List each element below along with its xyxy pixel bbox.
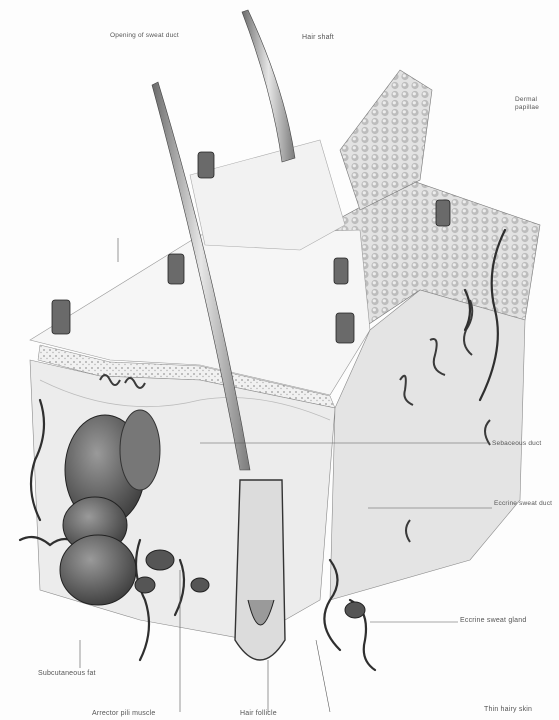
- label-thin-hairy-skin: Thin hairy skin: [484, 706, 532, 714]
- label-subcutaneous-fat: Subcutaneous fat: [38, 670, 96, 678]
- label-arrector-pili: Arrector pili muscle: [92, 710, 156, 718]
- label-hair-follicle: Hair follicle: [240, 710, 277, 718]
- label-eccrine-sweat-gland: Eccrine sweat gland: [460, 617, 526, 625]
- label-dermal-papillae: Dermal papillae: [515, 96, 555, 112]
- label-eccrine-sweat-duct: Eccrine sweat duct: [494, 500, 556, 508]
- label-hair-shaft: Hair shaft: [302, 34, 334, 42]
- hair-follicle: [235, 480, 285, 660]
- label-sebaceous-duct: Sebaceous duct: [492, 440, 554, 448]
- label-opening-sweat-duct: Opening of sweat duct: [110, 32, 180, 40]
